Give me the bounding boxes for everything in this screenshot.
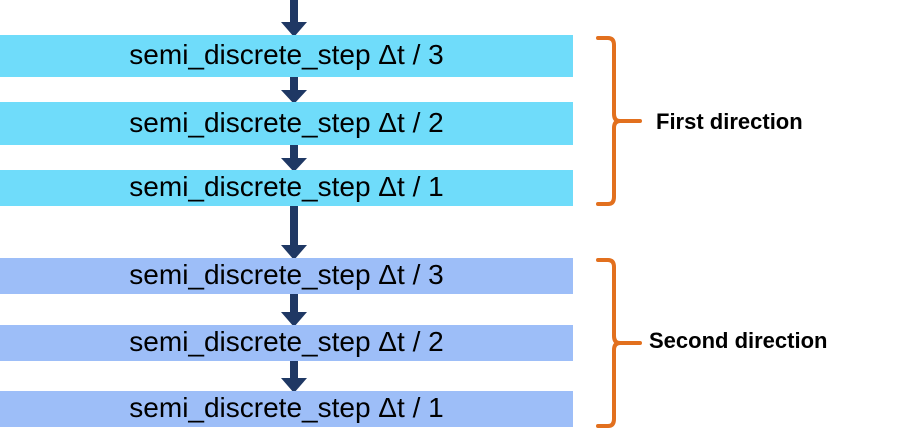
- step-bar-label: semi_discrete_step Δt / 1: [129, 392, 444, 423]
- brace-second-direction: [596, 258, 642, 428]
- step-bar-label: semi_discrete_step Δt / 3: [129, 39, 444, 70]
- flow-arrow-2: [280, 143, 308, 172]
- brace-first-direction: [596, 36, 642, 206]
- group-label-second-direction: Second direction: [649, 328, 828, 353]
- step-bar-first-2[interactable]: semi_discrete_step Δt / 2: [0, 102, 573, 145]
- step-bar-label: semi_discrete_step Δt / 1: [129, 171, 444, 202]
- step-bar-first-3[interactable]: semi_discrete_step Δt / 3: [0, 35, 573, 77]
- flow-arrow-3: [280, 204, 308, 260]
- step-bar-label: semi_discrete_step Δt / 3: [129, 259, 444, 290]
- flow-arrow-5: [280, 359, 308, 393]
- flow-arrow-4: [280, 292, 308, 327]
- group-label-first-direction: First direction: [656, 109, 803, 134]
- step-bar-label: semi_discrete_step Δt / 2: [129, 326, 444, 357]
- flow-arrow-0: [280, 0, 308, 37]
- step-bar-second-2[interactable]: semi_discrete_step Δt / 2: [0, 325, 573, 361]
- step-bar-second-1[interactable]: semi_discrete_step Δt / 1: [0, 391, 573, 427]
- step-bar-label: semi_discrete_step Δt / 2: [129, 106, 444, 138]
- step-bar-second-3[interactable]: semi_discrete_step Δt / 3: [0, 258, 573, 294]
- step-bar-first-1[interactable]: semi_discrete_step Δt / 1: [0, 170, 573, 206]
- flow-arrow-1: [280, 75, 308, 104]
